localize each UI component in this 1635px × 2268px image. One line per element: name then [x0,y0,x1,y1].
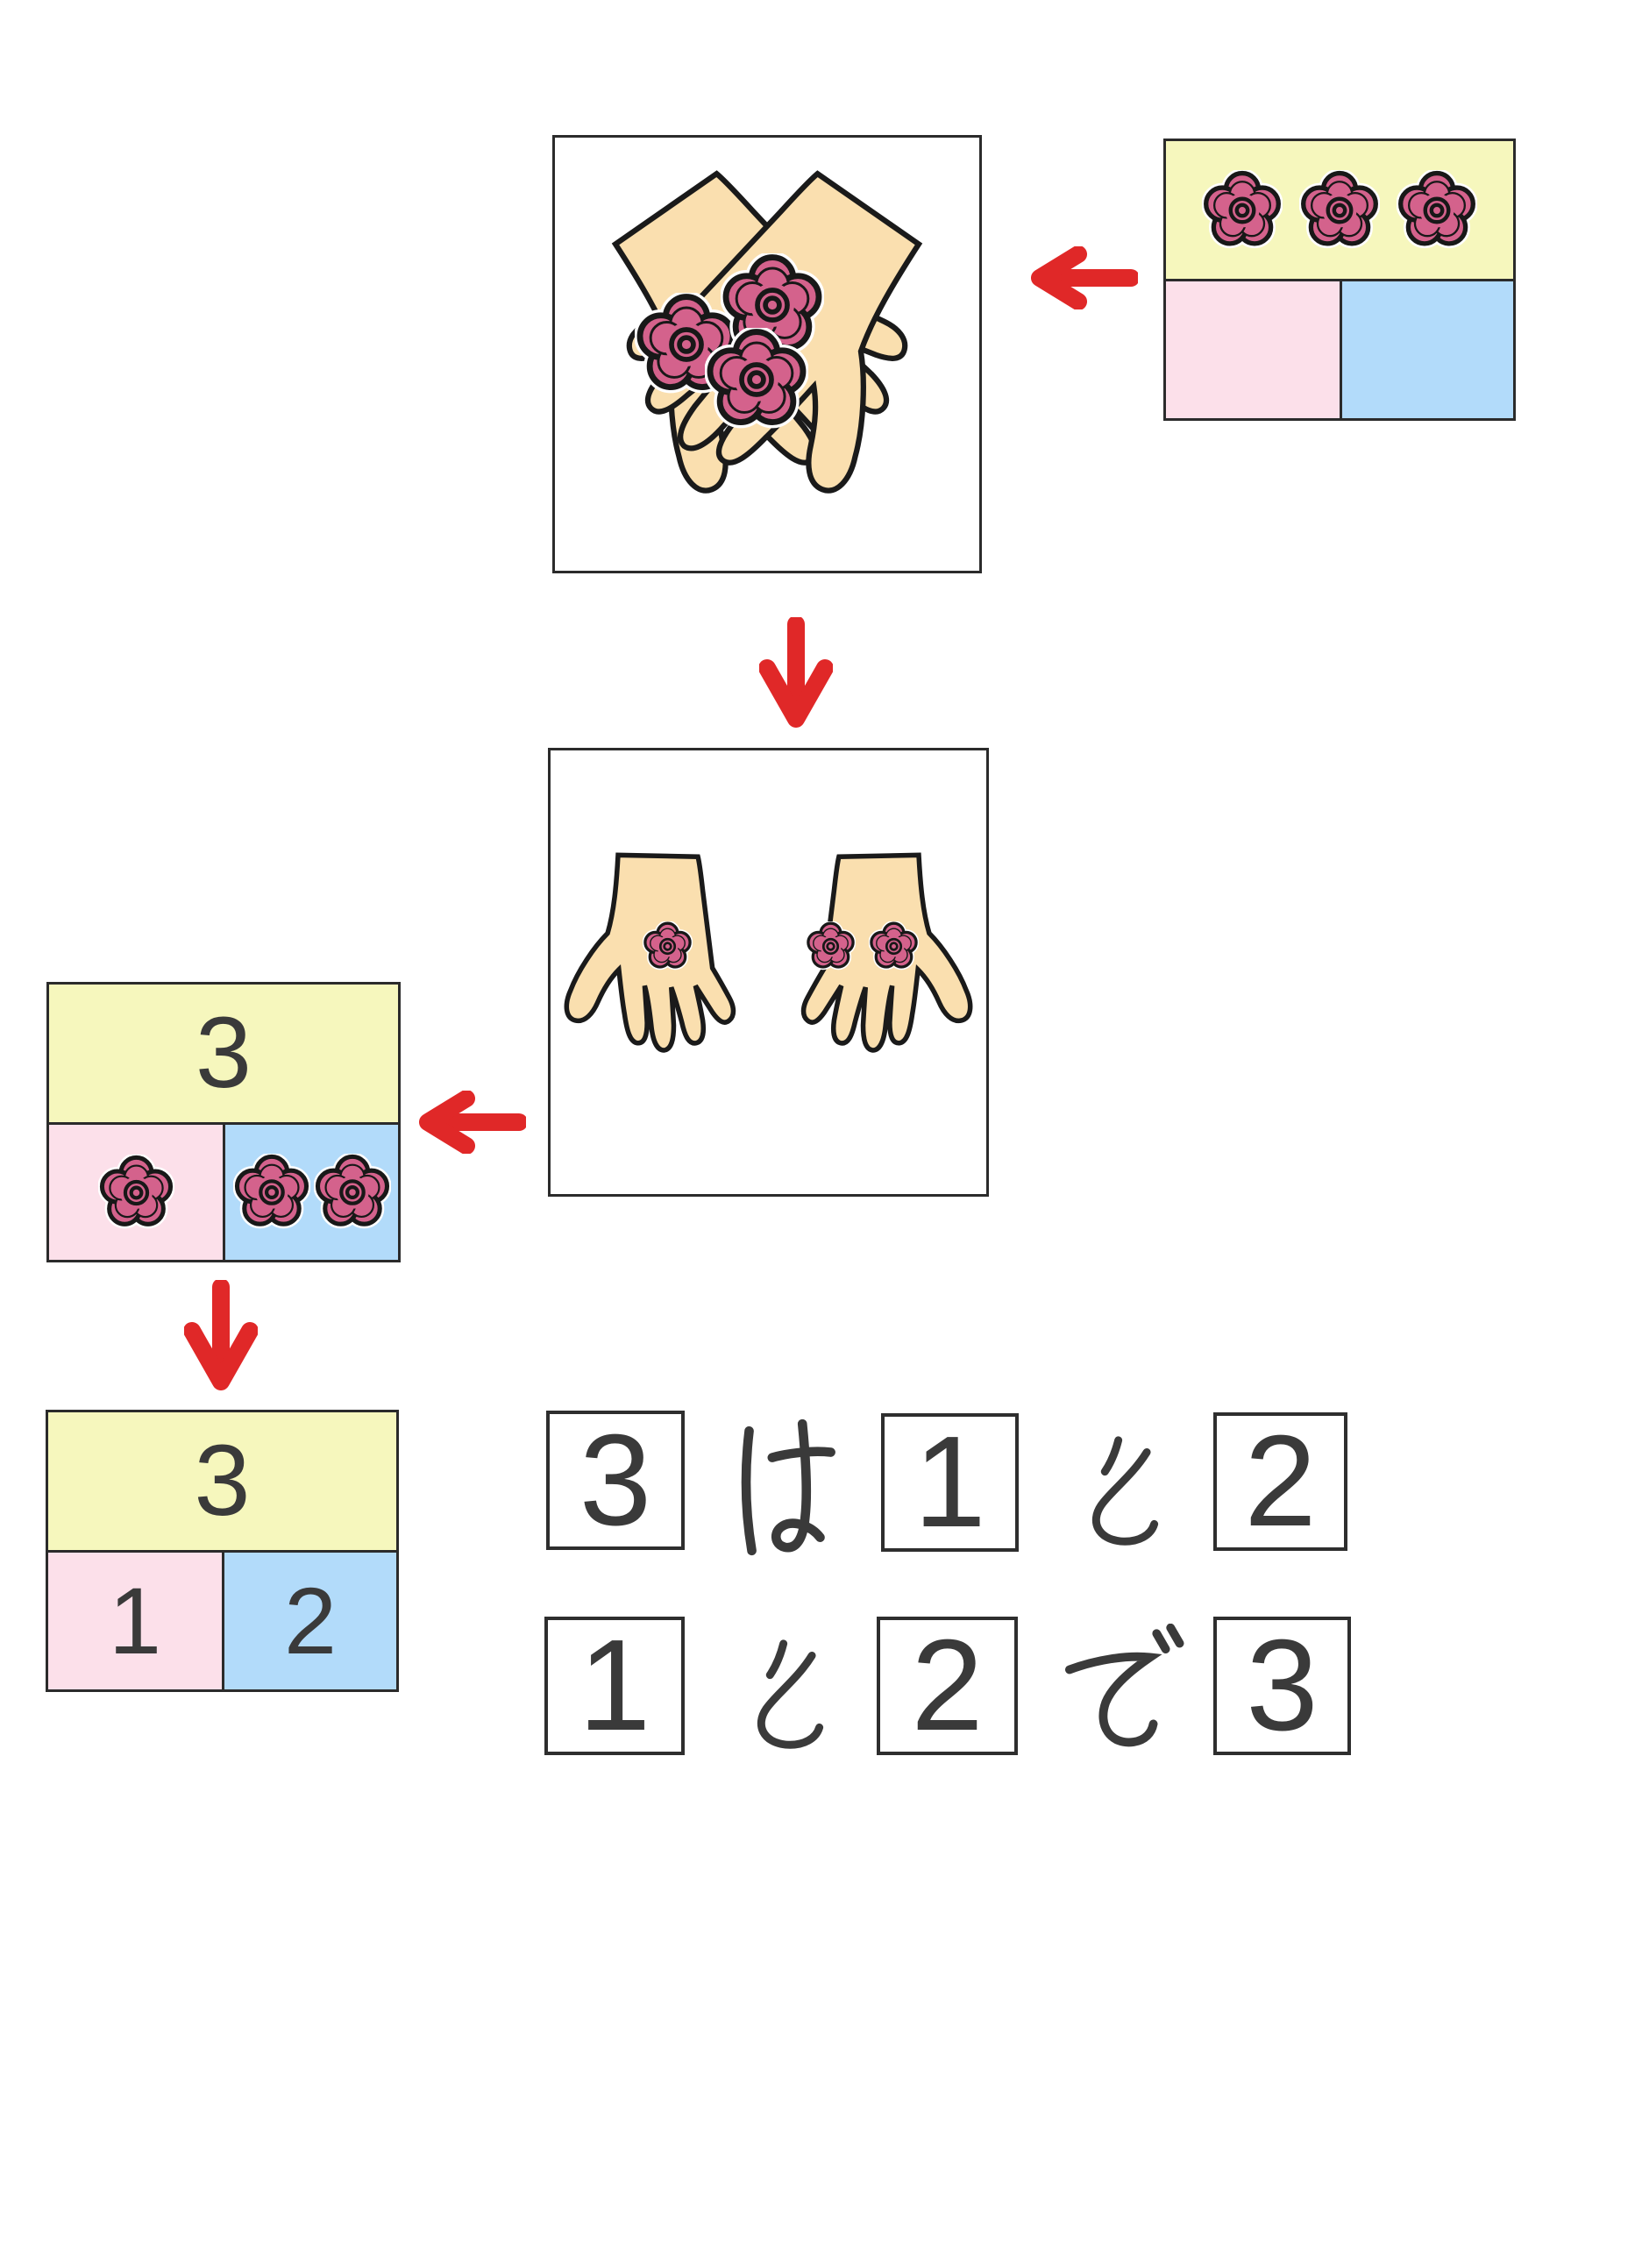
caption2-value-2: 2 [911,1613,984,1758]
caption1-number-box: 1 [881,1413,1019,1552]
open-hands-illustration [565,854,971,1051]
caption2-number-box: 2 [877,1617,1018,1755]
caption2-value-3: 3 [1246,1613,1319,1758]
arrow-down-icon [759,617,833,728]
part-whole-card-flowers-split: 3 [46,982,401,1262]
caption1-value-1: 1 [913,1410,986,1554]
flower-icon [232,1154,310,1229]
flowers-on-clasped-hands [555,138,979,571]
card-left-part-flowers [49,1125,225,1260]
card-total-number: 3 [48,1412,396,1553]
card-right-part-empty [1342,281,1513,418]
card-right-part-number: 2 [224,1553,396,1689]
right-hand-flowers [806,921,919,971]
flower-icon [1202,169,1283,248]
total-value: 3 [195,997,252,1109]
flower-icon [1299,169,1380,248]
arrow-left-icon [1022,246,1138,309]
flower-icon [721,253,824,354]
kana-de-glyph [1052,1624,1191,1755]
total-value: 3 [194,1425,251,1537]
card-total-number: 3 [49,985,398,1125]
open-hands-box [548,748,989,1197]
flower-icon [869,921,919,970]
left-part-value: 1 [108,1568,162,1674]
card-total-flowers [1166,141,1513,281]
caption2-number-box: 1 [544,1617,685,1755]
arrow-left-icon [410,1091,526,1154]
flower-icon [1397,169,1477,248]
kana-ha-glyph [728,1413,842,1564]
caption1-number-box: 3 [546,1411,685,1550]
caption2-value-1: 1 [578,1613,651,1758]
flower-icon [705,328,808,429]
card-left-part-empty [1166,281,1342,418]
flower-icon [806,921,856,970]
flower-icon [643,921,693,970]
caption1-value-3: 3 [579,1407,652,1553]
card-left-part-number: 1 [48,1553,224,1689]
arrow-down-icon [184,1280,258,1390]
kana-to-glyph [1077,1434,1162,1546]
caption1-number-box: 2 [1213,1412,1347,1551]
caption1-value-2: 2 [1244,1409,1317,1553]
kana-to-glyph [742,1638,827,1750]
clasped-hands-box [552,135,982,573]
left-hand-flowers [643,921,693,971]
right-part-value: 2 [283,1568,338,1674]
flower-icon [313,1154,391,1229]
card-right-part-flowers [225,1125,398,1260]
part-whole-card-numbers: 3 1 2 [46,1410,399,1692]
flower-icon [97,1154,174,1228]
part-whole-card-flowers-unsplit [1163,139,1516,421]
caption2-number-box: 3 [1213,1617,1351,1755]
